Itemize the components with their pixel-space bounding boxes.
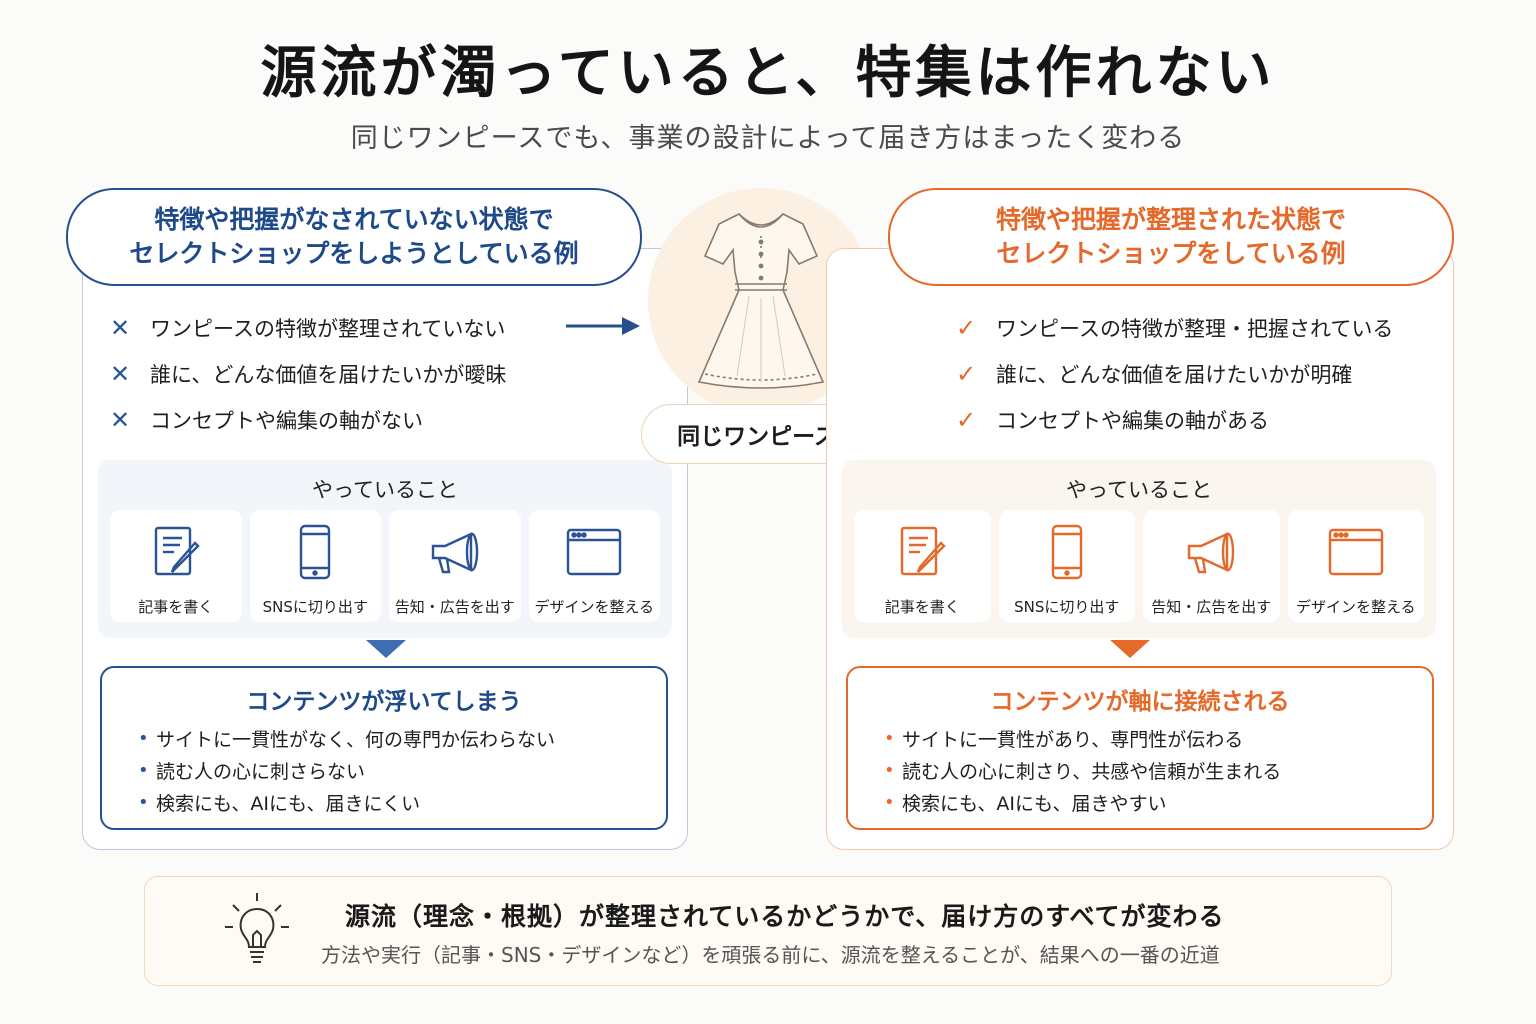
page-title: 源流が濁っていると、特集は作れない (260, 41, 1276, 106)
browser-window-icon (1328, 528, 1383, 576)
cross-icon: ✕ (110, 406, 131, 434)
left-item-text: ワンピースの特徴が整理されていない (150, 317, 506, 341)
smartphone-icon (300, 524, 331, 580)
check-icon: ✓ (956, 406, 977, 434)
down-arrow-icon (366, 640, 406, 658)
doing-title: やっていること (312, 478, 458, 502)
doing-title: やっていること (1066, 478, 1212, 502)
result-title: コンテンツが軸に接続される (990, 689, 1290, 715)
right-doing-box: やっていること 記事を書く SNSに切り出す 告知・広告を出す (842, 460, 1436, 638)
lightbulb-icon (225, 893, 289, 963)
cross-icon: ✕ (110, 360, 131, 388)
action-card: デザインを整える (528, 510, 660, 622)
bullet-dot: • (138, 759, 149, 781)
right-item-text: ワンピースの特徴が整理・把握されている (996, 317, 1394, 341)
bullet-text: 読む人の心に刺さらない (156, 760, 366, 783)
action-label: 記事を書く (884, 598, 960, 616)
left-heading-line1: 特徴や把握がなされていない状態で (154, 205, 554, 234)
action-label: SNSに切り出す (262, 598, 368, 616)
left-item-text: 誰に、どんな価値を届けたいかが曖昧 (150, 363, 507, 387)
bullet-dot: • (884, 791, 895, 813)
action-label: 告知・広告を出す (1151, 598, 1272, 616)
conclusion-sub: 方法や実行（記事・SNS・デザインなど）を頑張る前に、源流を整えることが、結果へ… (321, 943, 1220, 967)
smartphone-icon (1051, 524, 1082, 580)
megaphone-icon (1188, 532, 1235, 574)
check-icon: ✓ (956, 360, 977, 388)
action-label: デザインを整える (534, 598, 655, 616)
bullet-text: 検索にも、AIにも、届きにくい (156, 792, 421, 815)
action-card: 告知・広告を出す (1143, 510, 1280, 622)
action-label: SNSに切り出す (1014, 598, 1120, 616)
right-item: ✓ コンセプトや編集の軸がある (956, 406, 1393, 434)
action-label: 告知・広告を出す (394, 598, 515, 616)
left-item: ✕ コンセプトや編集の軸がない (110, 406, 506, 434)
right-item-text: コンセプトや編集の軸がある (996, 409, 1269, 433)
cross-icon: ✕ (110, 314, 131, 342)
right-item: ✓ ワンピースの特徴が整理・把握されている (956, 314, 1393, 342)
bullet-dot: • (138, 727, 149, 749)
action-card: 記事を書く (854, 510, 991, 622)
result-bullet: • サイトに一貫性がなく、何の専門か伝わらない (138, 726, 666, 751)
right-result-box: コンテンツが軸に接続される • サイトに一貫性があり、専門性が伝わる • 読む人の心… (846, 666, 1434, 830)
action-card: SNSに切り出す (249, 510, 381, 622)
conclusion-box: 源流（理念・根拠）が整理されているかどうかで、届け方のすべてが変わる 方法や実行… (144, 876, 1392, 986)
check-icon: ✓ (956, 314, 977, 342)
right-item-text: 誰に、どんな価値を届けたいかが明確 (996, 363, 1353, 387)
bullet-dot: • (884, 727, 895, 749)
right-arrow-icon (566, 317, 640, 335)
action-card: SNSに切り出す (998, 510, 1135, 622)
page-subtitle: 同じワンピースでも、事業の設計によって届き方はまったく変わる (350, 123, 1186, 154)
action-card: 記事を書く (110, 510, 242, 622)
left-doing-box: やっていること 記事を書く SNSに切り出す 告知・広告を出す (98, 460, 672, 638)
left-heading-line2: セレクトショップをしようとしている例 (129, 239, 579, 268)
result-bullet: • 読む人の心に刺さらない (138, 758, 666, 783)
bullet-text: サイトに一貫性があり、専門性が伝わる (902, 728, 1244, 751)
megaphone-icon (431, 532, 478, 574)
dress-icon (691, 206, 831, 396)
conclusion-main: 源流（理念・根拠）が整理されているかどうかで、届け方のすべてが変わる (345, 902, 1225, 931)
action-card: デザインを整える (1287, 510, 1424, 622)
bullet-text: サイトに一貫性がなく、何の専門か伝わらない (156, 728, 556, 751)
left-item-text: コンセプトや編集の軸がない (150, 409, 423, 433)
bullet-text: 検索にも、AIにも、届きやすい (902, 792, 1167, 815)
bullet-text: 読む人の心に刺さり、共感や信頼が生まれる (902, 760, 1282, 783)
action-label: デザインを整える (1295, 598, 1416, 616)
right-item: ✓ 誰に、どんな価値を届けたいかが明確 (956, 360, 1393, 388)
action-label: 記事を書く (138, 598, 214, 616)
result-bullet: • サイトに一貫性があり、専門性が伝わる (884, 726, 1432, 751)
right-heading-line1: 特徴や把握が整理された状態で (995, 205, 1346, 234)
result-bullet: • 読む人の心に刺さり、共感や信頼が生まれる (884, 758, 1432, 783)
left-heading: 特徴や把握がなされていない状態で セレクトショップをしようとしている例 (66, 188, 642, 286)
document-pen-icon (901, 526, 946, 576)
right-heading: 特徴や把握が整理された状態で セレクトショップをしている例 (888, 188, 1454, 286)
left-result-box: コンテンツが浮いてしまう • サイトに一貫性がなく、何の専門か伝わらない • 読む人… (100, 666, 668, 830)
result-title: コンテンツが浮いてしまう (246, 689, 522, 715)
bullet-dot: • (884, 759, 895, 781)
bullet-dot: • (138, 791, 149, 813)
right-heading-line2: セレクトショップをしている例 (996, 239, 1346, 268)
browser-window-icon (567, 528, 622, 576)
left-items: ✕ ワンピースの特徴が整理されていない ✕ 誰に、どんな価値を届けたいかが曖昧 ✕ コ… (110, 314, 506, 434)
result-bullet: • 検索にも、AIにも、届きやすい (884, 790, 1432, 815)
result-bullet: • 検索にも、AIにも、届きにくい (138, 790, 666, 815)
left-item: ✕ 誰に、どんな価値を届けたいかが曖昧 (110, 360, 506, 388)
down-arrow-icon (1110, 640, 1150, 658)
document-pen-icon (154, 526, 200, 576)
action-card: 告知・広告を出す (389, 510, 521, 622)
left-item: ✕ ワンピースの特徴が整理されていない (110, 314, 506, 342)
right-items: ✓ワンピースの特徴が整理・把握されている ✓誰に、どんな価値を届けたいかが明確 … (956, 314, 1393, 434)
